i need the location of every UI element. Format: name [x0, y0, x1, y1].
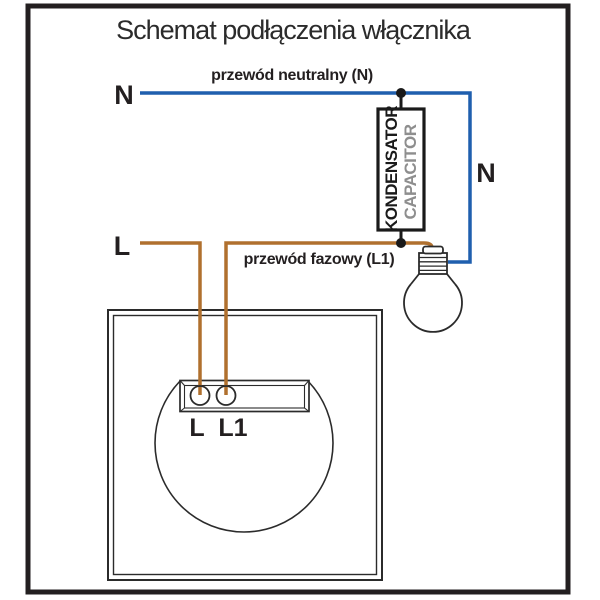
junction-dot-phase [396, 238, 406, 248]
neutral-letter-right: N [476, 158, 496, 188]
bulb-base-cap [422, 245, 444, 255]
neutral-letter-left: N [114, 80, 134, 110]
phase-wire-label: przewód fazowy (L1) [244, 251, 395, 268]
terminal-label-l: L [189, 414, 204, 442]
circle-mask [176, 351, 312, 381]
capacitor-label-en: CAPACITOR [401, 124, 420, 219]
junction-dot-neutral [396, 88, 406, 98]
bulb-neck-right [446, 273, 456, 285]
bulb-neck-left [410, 273, 420, 285]
neutral-wire-label: przewód neutralny (N) [211, 67, 373, 84]
terminal-block [179, 379, 310, 413]
page-title: Schemat podłączenia włącznika [116, 15, 472, 45]
switch-faceplate [107, 309, 383, 581]
phase-wire-l [140, 241, 202, 395]
light-bulb-icon [403, 245, 463, 333]
faceplate-inner-border [112, 314, 378, 576]
capacitor-label-pl: KONDENSATOR [382, 106, 401, 232]
capacitor-box [376, 107, 426, 232]
terminal-screw-l1 [215, 385, 237, 406]
bulb-globe [403, 283, 463, 333]
neutral-wire [140, 91, 472, 264]
faceplate-outer-border [107, 309, 383, 581]
terminal-screw-l [189, 385, 211, 406]
terminal-label-l1: L1 [218, 414, 247, 442]
phase-letter-left: L [114, 231, 131, 261]
